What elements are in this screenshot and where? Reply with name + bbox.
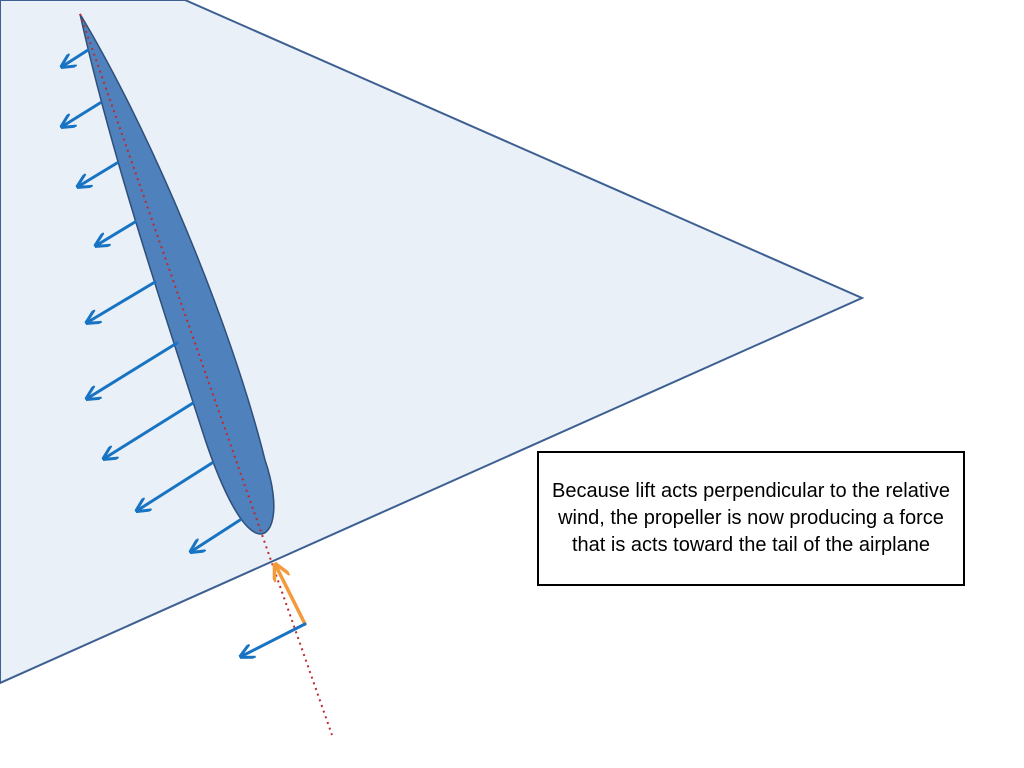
relative-wind-arrow: [276, 566, 307, 626]
resultant-lift-arrow: [242, 622, 307, 656]
lift-arrow: [138, 461, 214, 510]
lift-arrow: [88, 280, 157, 322]
lift-arrow: [97, 220, 137, 245]
lift-arrow: [63, 48, 90, 66]
callout-box: Because lift acts perpendicular to the r…: [537, 451, 965, 586]
propeller-disc-triangle: [0, 0, 865, 685]
lift-arrow: [192, 518, 242, 551]
propeller-blade: [79, 13, 275, 535]
lift-arrow: [79, 161, 119, 186]
chord-line: [79, 13, 333, 736]
lift-arrow: [88, 341, 179, 398]
lift-arrow: [63, 101, 102, 126]
lift-arrow: [105, 401, 195, 458]
callout-text: Because lift acts perpendicular to the r…: [552, 480, 950, 556]
lift-arrows: [63, 48, 242, 551]
